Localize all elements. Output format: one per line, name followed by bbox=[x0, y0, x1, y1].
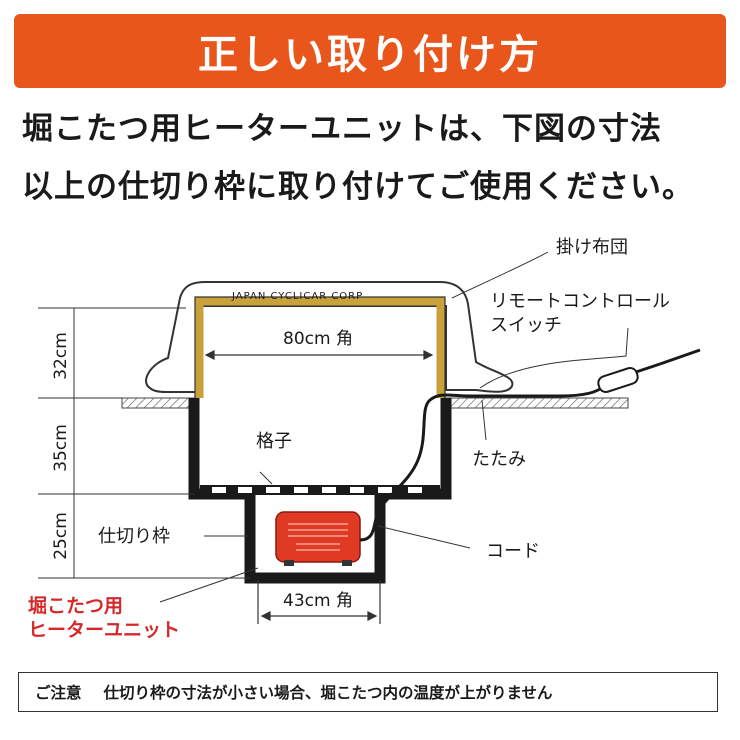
lattice-slots bbox=[212, 487, 422, 493]
title-banner: 正しい取り付け方 bbox=[14, 14, 726, 88]
notice-text: 仕切り枠の寸法が小さい場合、堀こたつ内の温度が上がりません bbox=[103, 684, 553, 702]
frame-yellow bbox=[194, 296, 446, 398]
label-lattice: 格子 bbox=[256, 431, 292, 452]
notice-prefix: ご注意 bbox=[35, 684, 82, 702]
intro-line-2: 以上の仕切り枠に取り付けてご使用ください。 bbox=[22, 169, 694, 205]
leader-lines bbox=[159, 251, 629, 603]
dim-upper: 32cm bbox=[51, 332, 71, 380]
label-width-bottom: 43cm 角 bbox=[283, 591, 353, 611]
page-title: 正しい取り付け方 bbox=[198, 32, 542, 78]
floor-left bbox=[121, 397, 195, 409]
label-cord: コード bbox=[486, 541, 540, 562]
intro-text: 堀こたつ用ヒーターユニットは、下図の寸法 以上の仕切り枠に取り付けてご使用くださ… bbox=[22, 100, 722, 216]
heater-unit bbox=[275, 511, 361, 566]
power-cord bbox=[359, 384, 606, 542]
width-bottom-arrow bbox=[257, 580, 381, 624]
lattice bbox=[200, 485, 440, 495]
label-futon: 掛け布団 bbox=[556, 237, 628, 258]
label-width-top: 80cm 角 bbox=[283, 329, 353, 349]
dim-lower: 25cm bbox=[51, 512, 71, 560]
intro-line-1: 堀こたつ用ヒーターユニットは、下図の寸法 bbox=[22, 111, 662, 147]
label-remote-2: スイッチ bbox=[490, 315, 562, 336]
width-top-arrow bbox=[204, 350, 434, 360]
dimension-lines bbox=[38, 307, 250, 579]
label-remote-1: リモートコントロール bbox=[490, 291, 670, 312]
label-heater-1: 堀こたつ用 bbox=[28, 595, 123, 617]
floor-right bbox=[445, 397, 629, 409]
label-frame: 仕切り枠 bbox=[98, 526, 170, 547]
label-tatami: たたみ bbox=[472, 449, 526, 470]
watermark: JAPAN CYCLICAR CORP bbox=[231, 291, 363, 302]
notice-box: ご注意 仕切り枠の寸法が小さい場合、堀こたつ内の温度が上がりません bbox=[18, 672, 718, 712]
dim-middle: 35cm bbox=[51, 424, 71, 472]
remote-switch bbox=[597, 348, 701, 393]
label-heater-2: ヒーターユニット bbox=[28, 619, 180, 641]
